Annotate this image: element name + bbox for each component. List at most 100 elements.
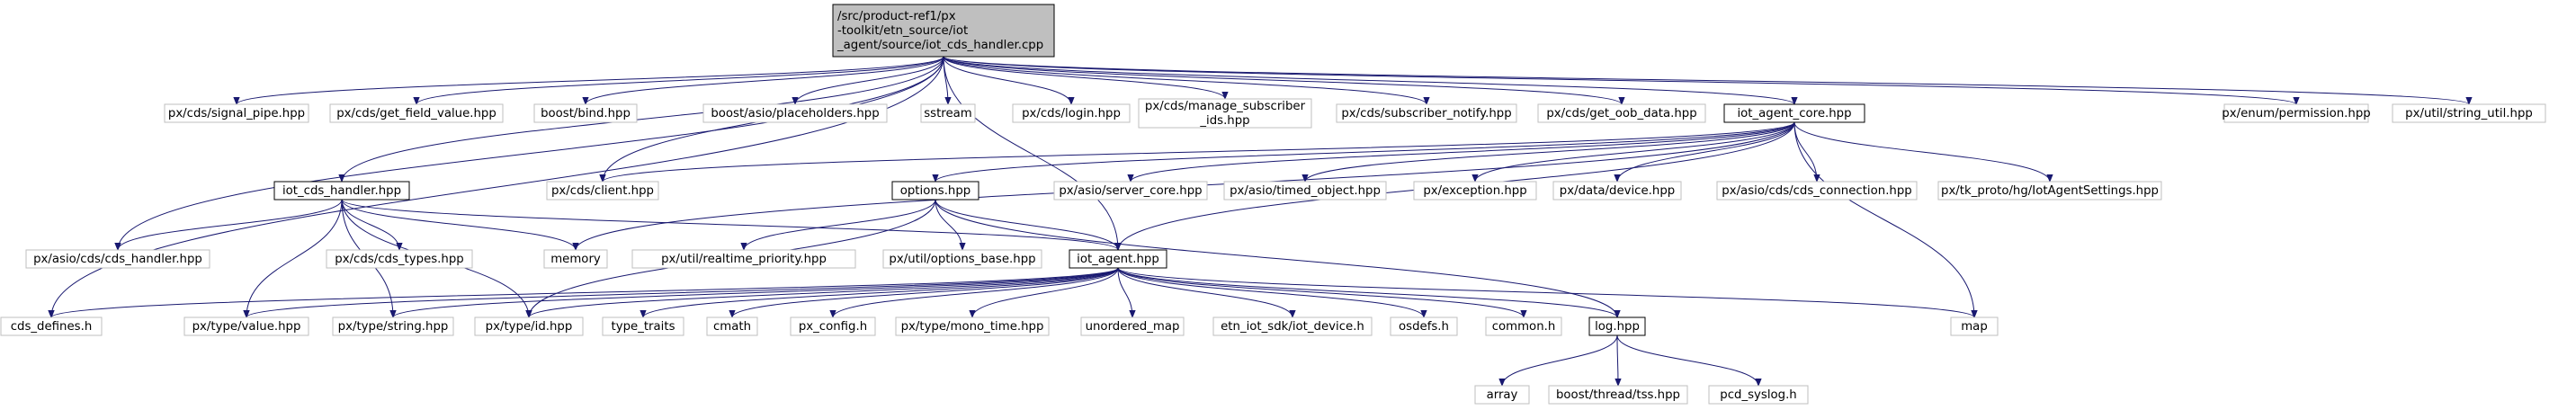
node-box-log[interactable] [1588,316,1646,336]
node-box-mono_time[interactable] [895,316,1050,336]
node-box-string[interactable] [332,316,454,336]
node-box-memory[interactable] [543,249,608,269]
node-realtime[interactable]: px/util/realtime_priority.hpp [631,249,856,269]
node-box-settings[interactable] [1937,181,2162,201]
node-device[interactable]: px/data/device.hpp [1552,181,1682,201]
edge-iot_agent-to-string [393,267,1119,318]
node-box-exception[interactable] [1413,181,1537,201]
node-box-login[interactable] [1012,103,1131,123]
node-login[interactable]: px/cds/login.hpp [1012,103,1131,123]
node-exception[interactable]: px/exception.hpp [1413,181,1537,201]
node-box-iot_agent_core[interactable] [1723,103,1865,123]
node-iot_agent[interactable]: iot_agent.hpp [1069,249,1167,269]
node-box-cds_client[interactable] [546,181,659,201]
node-box-pcd_syslog[interactable] [1708,385,1809,405]
node-array[interactable]: array [1474,385,1530,405]
node-box-value[interactable] [183,316,309,336]
node-box-root[interactable] [832,4,1055,58]
node-box-cds_connection[interactable] [1716,181,1918,201]
node-box-device[interactable] [1552,181,1682,201]
node-box-type_traits[interactable] [602,316,684,336]
node-box-iot_device[interactable] [1212,316,1373,336]
node-label-realtime-0: px/util/realtime_priority.hpp [661,253,827,266]
node-px_config[interactable]: px_config.h [790,316,876,336]
node-box-iot_cds_handler[interactable] [273,181,410,201]
node-box-timed_object[interactable] [1223,181,1387,201]
node-iot_device[interactable]: etn_iot_sdk/iot_device.h [1212,316,1373,336]
node-common[interactable]: common.h [1485,316,1562,336]
node-get_field_value[interactable]: px/cds/get_field_value.hpp [329,103,504,123]
node-value[interactable]: px/type/value.hpp [183,316,309,336]
node-boost_bind[interactable]: boost/bind.hpp [533,103,638,123]
edge-iot_cds_handler-to-iot_agent [341,199,1118,251]
node-options[interactable]: options.hpp [891,181,979,201]
node-box-string_util[interactable] [2392,103,2546,123]
node-box-unordered_map[interactable] [1080,316,1185,336]
edge-iot_agent-to-osdefs [1117,267,1424,318]
node-osdefs[interactable]: osdefs.h [1390,316,1458,336]
node-sstream[interactable]: sstream [920,103,976,123]
node-box-cds_defines[interactable] [0,316,103,336]
node-box-map[interactable] [1950,316,1999,336]
node-box-iot_agent[interactable] [1069,249,1167,269]
node-manage_sub[interactable]: px/cds/manage_subscriber_ids.hpp [1138,98,1312,129]
node-box-tss[interactable] [1548,385,1688,405]
node-cds_defines[interactable]: cds_defines.h [0,316,103,336]
node-log[interactable]: log.hpp [1588,316,1646,336]
node-cds_connection[interactable]: px/asio/cds/cds_connection.hpp [1716,181,1918,201]
node-box-px_config[interactable] [790,316,876,336]
node-mono_time[interactable]: px/type/mono_time.hpp [895,316,1050,336]
node-box-sstream[interactable] [920,103,976,123]
node-string[interactable]: px/type/string.hpp [332,316,454,336]
node-box-options_base[interactable] [882,249,1042,269]
node-box-server_core[interactable] [1053,181,1208,201]
edge-options-to-iot_agent [935,199,1118,251]
node-box-options[interactable] [891,181,979,201]
node-string_util[interactable]: px/util/string_util.hpp [2392,103,2546,123]
node-placeholders[interactable]: boost/asio/placeholders.hpp [702,103,888,123]
node-asio_cds_handler[interactable]: px/asio/cds/cds_handler.hpp [25,249,210,269]
node-server_core[interactable]: px/asio/server_core.hpp [1053,181,1208,201]
edge-iot_cds_handler-to-value [246,199,343,317]
node-tss[interactable]: boost/thread/tss.hpp [1548,385,1688,405]
node-iot_cds_handler[interactable]: iot_cds_handler.hpp [273,181,410,201]
node-box-get_field_value[interactable] [329,103,504,123]
node-timed_object[interactable]: px/asio/timed_object.hpp [1223,181,1387,201]
node-permission[interactable]: px/enum/permission.hpp [2222,103,2371,123]
node-box-signal_pipe[interactable] [164,103,309,123]
node-map[interactable]: map [1950,316,1999,336]
node-box-asio_cds_handler[interactable] [25,249,210,269]
node-box-boost_bind[interactable] [533,103,638,123]
node-box-permission[interactable] [2223,103,2369,123]
node-get_oob[interactable]: px/cds/get_oob_data.hpp [1537,103,1706,123]
node-signal_pipe[interactable]: px/cds/signal_pipe.hpp [164,103,309,123]
node-type_traits[interactable]: type_traits [602,316,684,336]
node-box-cmath[interactable] [706,316,758,336]
node-box-common[interactable] [1485,316,1562,336]
node-box-osdefs[interactable] [1390,316,1458,336]
node-box-type_id[interactable] [474,316,584,336]
node-box-realtime[interactable] [631,249,856,269]
node-type_id[interactable]: px/type/id.hpp [474,316,584,336]
node-box-cds_types[interactable] [326,249,473,269]
node-iot_agent_core[interactable]: iot_agent_core.hpp [1723,103,1865,123]
node-cds_client[interactable]: px/cds/client.hpp [546,181,659,201]
edge-root-to-iot_agent_core [943,56,1794,105]
node-cds_types[interactable]: px/cds/cds_types.hpp [326,249,473,269]
node-root[interactable]: /src/product-ref1/px-toolkit/etn_source/… [832,4,1055,58]
node-label-options_base-0: px/util/options_base.hpp [889,253,1035,266]
node-label-iot_agent_core-0: iot_agent_core.hpp [1737,107,1851,120]
node-cmath[interactable]: cmath [706,316,758,336]
node-options_base[interactable]: px/util/options_base.hpp [882,249,1042,269]
node-settings[interactable]: px/tk_proto/hg/IotAgentSettings.hpp [1937,181,2162,201]
edge-options-to-realtime [744,199,936,251]
node-memory[interactable]: memory [543,249,608,269]
node-sub_notify[interactable]: px/cds/subscriber_notify.hpp [1336,103,1517,123]
node-box-placeholders[interactable] [702,103,888,123]
node-pcd_syslog[interactable]: pcd_syslog.h [1708,385,1809,405]
node-box-sub_notify[interactable] [1336,103,1517,123]
node-unordered_map[interactable]: unordered_map [1080,316,1185,336]
node-box-manage_sub[interactable] [1138,98,1312,129]
node-box-array[interactable] [1474,385,1530,405]
node-box-get_oob[interactable] [1537,103,1706,123]
